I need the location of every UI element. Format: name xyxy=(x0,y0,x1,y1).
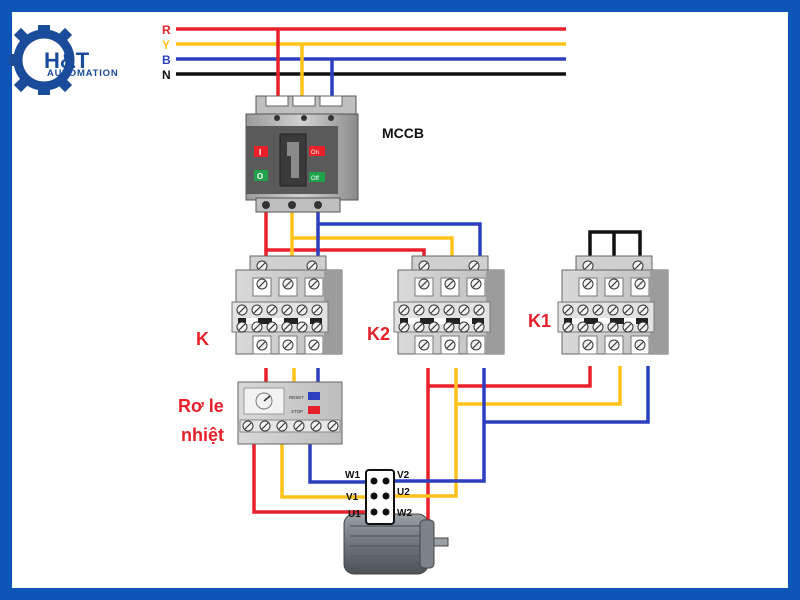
relay-reset-text: RESET xyxy=(289,395,304,400)
wire-b-relay-w1 xyxy=(308,442,370,484)
motor-u1-label: U1 xyxy=(348,509,361,520)
company-logo: H&T AUTOMATION xyxy=(9,25,119,95)
logo-tagline: AUTOMATION xyxy=(47,68,119,79)
mccb-off-text: Off xyxy=(311,176,319,182)
bus-n-label: N xyxy=(162,68,171,82)
mccb-label: MCCB xyxy=(382,125,424,141)
mccb-off-indicator xyxy=(254,170,268,181)
mccb-i-text: I xyxy=(259,148,261,157)
relay-stop-text: STOP xyxy=(291,409,303,414)
wire-y-k2-u2 xyxy=(393,368,458,498)
wire-r-k2-k1 xyxy=(428,366,592,388)
motor-w1-label: W1 xyxy=(345,470,360,481)
bus-b-label: B xyxy=(162,53,171,67)
mccb-o-text: O xyxy=(257,172,263,181)
contactor-k1-label: K1 xyxy=(528,311,551,331)
bus-bars: R Y B N xyxy=(162,23,566,82)
motor-v2-label: V2 xyxy=(397,470,410,481)
gear-icon xyxy=(9,25,75,95)
relay-reset-button[interactable] xyxy=(308,392,320,400)
contactor-k1 xyxy=(557,255,669,355)
contactor-k xyxy=(231,255,343,355)
contactor-k-label: K xyxy=(196,329,209,349)
wire-r-relay-u1 xyxy=(252,442,370,514)
motor-terminal-box xyxy=(365,469,395,525)
contactor-k2 xyxy=(393,255,505,355)
mccb-toggle-handle[interactable] xyxy=(287,142,299,178)
mccb-on-indicator xyxy=(254,146,268,157)
wire-y-k2-k1 xyxy=(456,366,622,406)
wire-y-relay-v1 xyxy=(280,442,370,499)
motor: W1 V1 U1 V2 U2 W2 xyxy=(343,469,449,575)
relay-terminal-screws xyxy=(242,420,339,432)
mccb-breaker: I O On Off MCCB xyxy=(245,95,424,213)
contactors xyxy=(231,255,669,355)
motor-w2-label: W2 xyxy=(397,508,412,519)
thermal-relay: RESET STOP Rơ le nhiệt xyxy=(178,381,343,445)
wire-b-mccb-k2 xyxy=(316,210,482,286)
bus-y-label: Y xyxy=(162,38,170,52)
contactor-k2-label: K2 xyxy=(367,324,390,344)
logo-brand: H&T xyxy=(44,48,90,73)
bus-r-label: R xyxy=(162,23,171,37)
motor-u2-label: U2 xyxy=(397,487,410,498)
motor-v1-label: V1 xyxy=(346,492,359,503)
relay-label-line1: Rơ le xyxy=(178,396,224,416)
wire-r-k2-w2 xyxy=(393,368,430,530)
wire-b-k2-k1 xyxy=(484,366,650,424)
relay-label-line2: nhiệt xyxy=(181,425,224,445)
relay-stop-button[interactable] xyxy=(308,406,320,414)
mccb-on-text: On xyxy=(311,150,319,156)
wire-b-k2-v2 xyxy=(393,368,486,483)
